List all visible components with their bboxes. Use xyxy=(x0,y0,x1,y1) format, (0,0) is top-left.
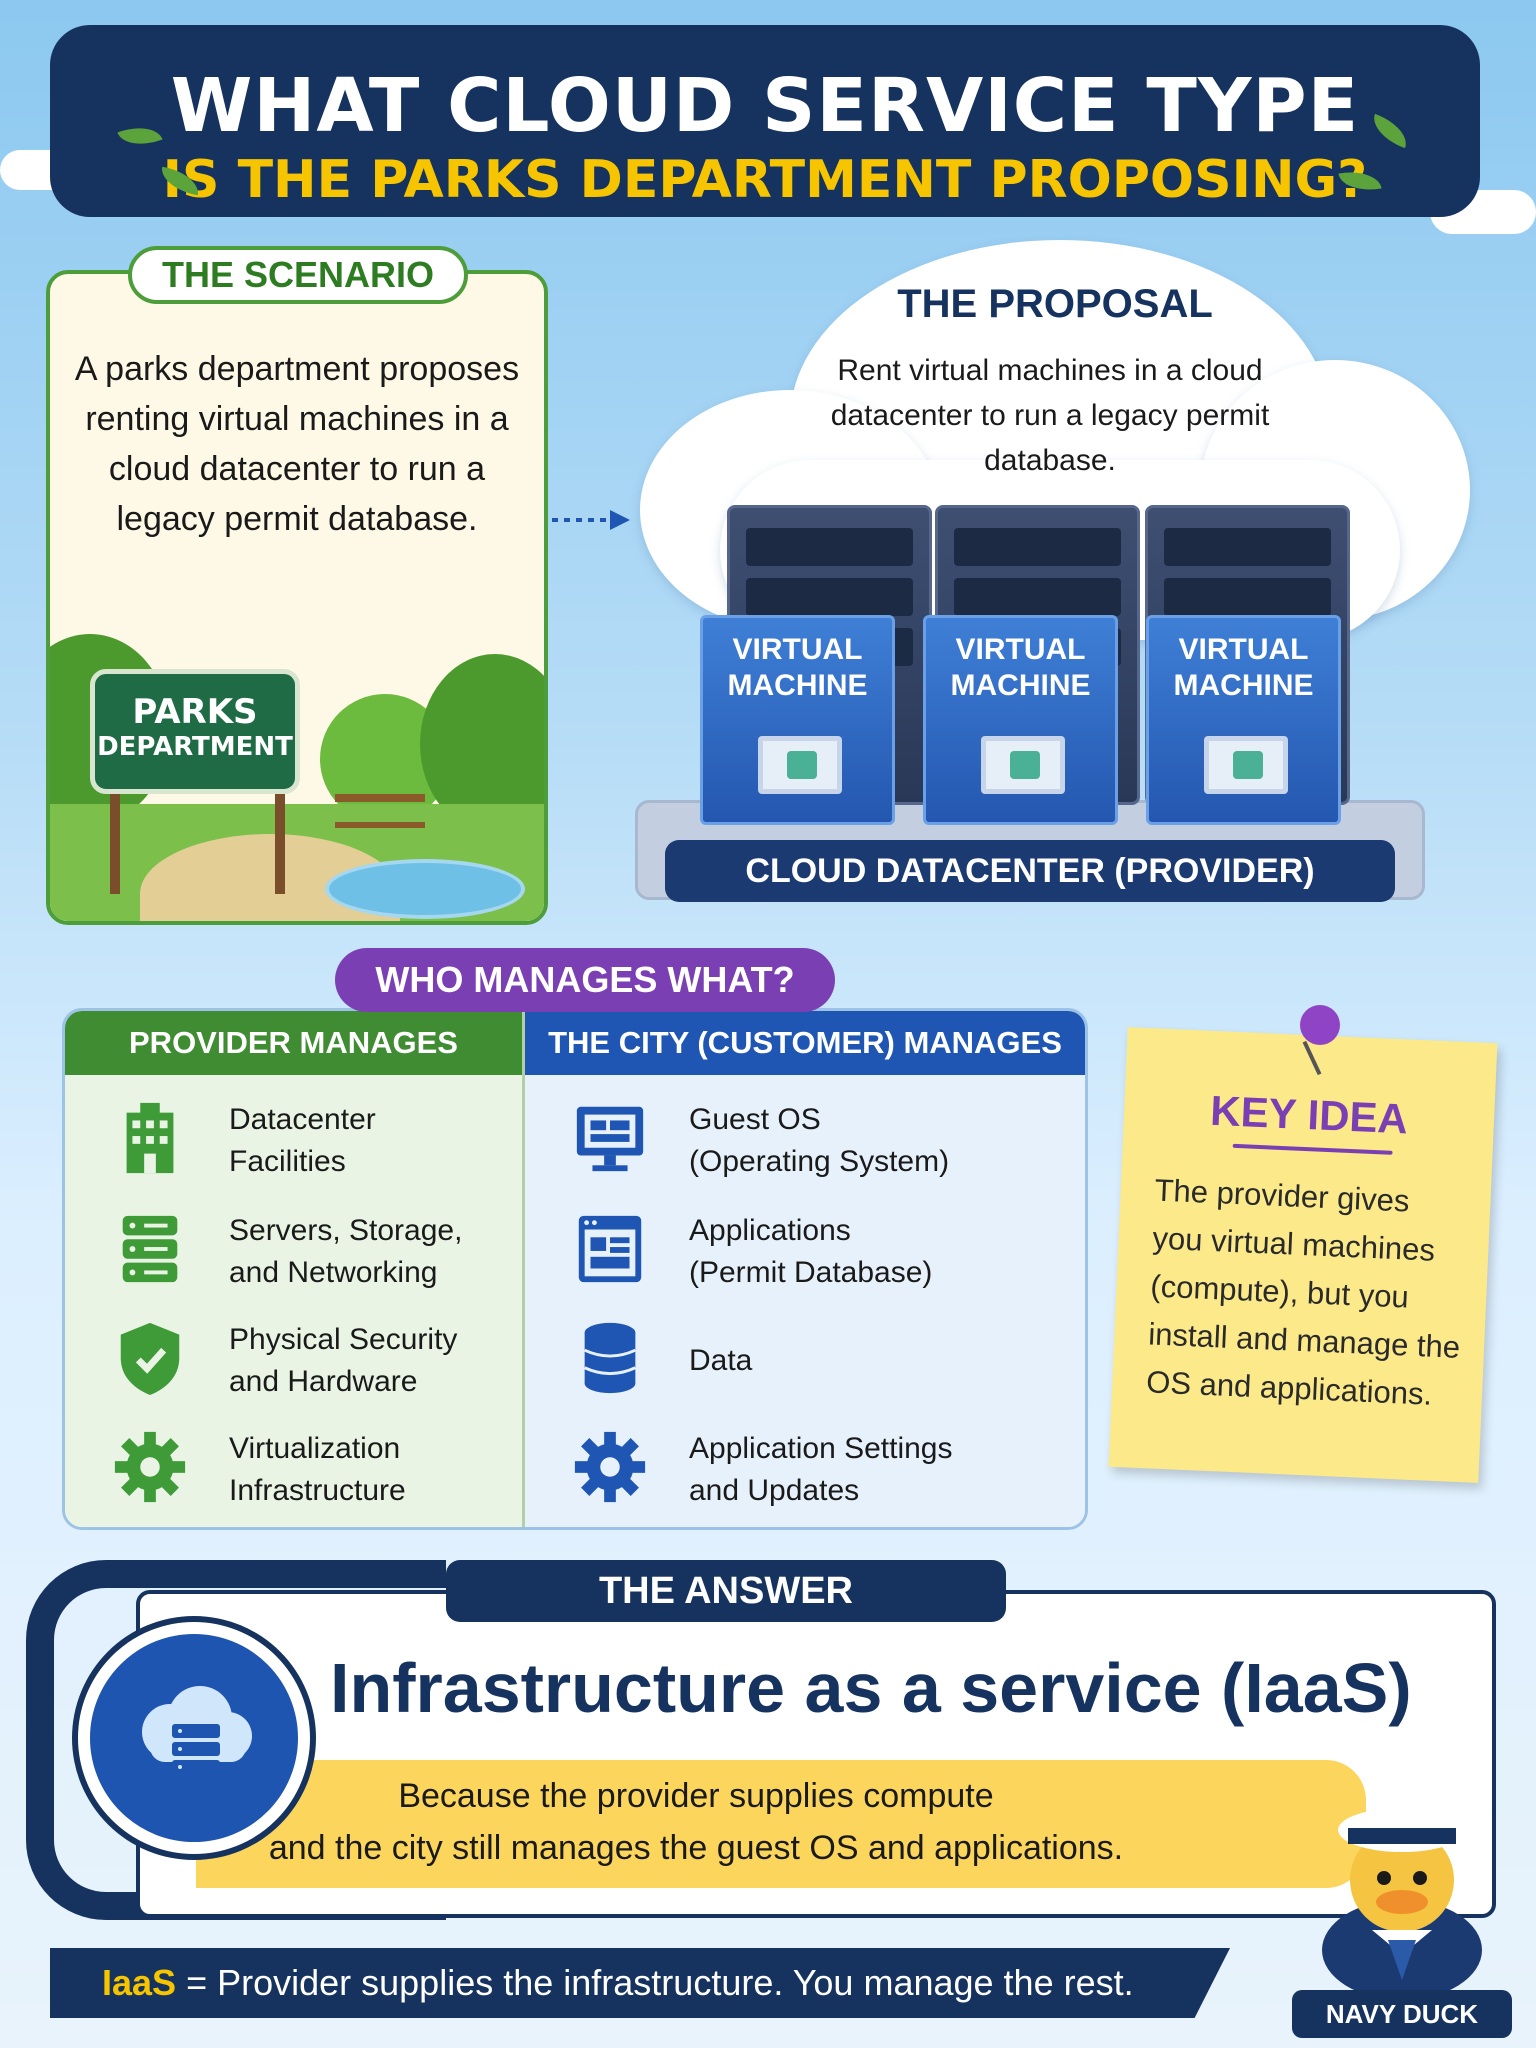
datacenter-illustration: VIRTUAL MACHINE VIRTUAL MACHINE VIRTUAL … xyxy=(635,505,1425,905)
page-subtitle: IS THE PARKS DEPARTMENT PROPOSING? xyxy=(162,150,1368,210)
mascot-label: NAVY DUCK xyxy=(1292,1990,1512,2038)
customer-heading: THE CITY (CUSTOMER) MANAGES xyxy=(525,1011,1085,1075)
header-banner: WHAT CLOUD SERVICE TYPE IS THE PARKS DEP… xyxy=(50,25,1480,217)
list-item-text: Applications(Permit Database) xyxy=(689,1214,933,1289)
gear-icon xyxy=(574,1431,646,1503)
answer-highlight-band xyxy=(196,1760,1366,1888)
duck-icon xyxy=(1322,1808,1482,2000)
shield-icon xyxy=(120,1322,180,1396)
proposal-text: Rent virtual machines in a cloud datacen… xyxy=(830,354,1270,477)
key-idea-text: The provider gives you virtual machines … xyxy=(1145,1172,1461,1412)
scenario-text: A parks department proposes renting virt… xyxy=(74,350,520,538)
monitor-icon xyxy=(1204,736,1288,794)
sign-line2: DEPARTMENT xyxy=(97,732,293,762)
list-item-text: Guest OS(Operating System) xyxy=(689,1103,950,1178)
list-item: Data xyxy=(525,1313,1085,1403)
monitor-icon xyxy=(981,736,1065,794)
proposal-title: THE PROPOSAL xyxy=(897,282,1213,326)
datacenter-label: CLOUD DATACENTER (PROVIDER) xyxy=(665,840,1395,902)
virtual-machine-block: VIRTUAL MACHINE xyxy=(1146,615,1341,825)
customer-column: THE CITY (CUSTOMER) MANAGES Guest OS(Ope… xyxy=(525,1011,1085,1527)
who-manages-tag: WHO MANAGES WHAT? xyxy=(335,948,835,1012)
answer-section: THE ANSWER Infrastructure as a service (… xyxy=(26,1560,1496,1930)
list-item: Guest OS(Operating System) xyxy=(525,1093,1085,1183)
vm-label-line2: MACHINE xyxy=(950,669,1091,702)
list-item-text: Servers, Storage,and Networking xyxy=(229,1214,463,1289)
database-icon xyxy=(584,1322,636,1394)
summary-highlight: IaaS xyxy=(102,1962,177,2003)
vm-label-line2: MACHINE xyxy=(1173,669,1314,702)
vm-label-line1: VIRTUAL xyxy=(732,633,863,666)
arrow-right-icon xyxy=(552,510,630,530)
app-window-icon xyxy=(578,1215,642,1283)
navy-duck-mascot: NAVY DUCK xyxy=(1292,1780,1512,2040)
summary-text: = Provider supplies the infrastructure. … xyxy=(176,1962,1134,2003)
provider-heading: PROVIDER MANAGES xyxy=(65,1011,522,1075)
sign-post xyxy=(110,784,120,894)
cloud-server-icon xyxy=(142,1686,252,1774)
scenario-card: A parks department proposes renting virt… xyxy=(46,270,548,925)
gear-icon xyxy=(114,1431,186,1503)
list-item-text: Data xyxy=(689,1344,753,1377)
virtual-machine-block: VIRTUAL MACHINE xyxy=(923,615,1118,825)
pushpin-icon xyxy=(1300,1005,1340,1045)
page-title: WHAT CLOUD SERVICE TYPE xyxy=(170,63,1360,149)
pond xyxy=(325,859,525,919)
answer-tag: THE ANSWER xyxy=(446,1560,1006,1622)
bench-icon xyxy=(335,794,425,828)
list-item: Applications(Permit Database) xyxy=(525,1204,1085,1294)
sign-post xyxy=(275,784,285,894)
monitor-icon xyxy=(758,736,842,794)
vm-label-line1: VIRTUAL xyxy=(955,633,1086,666)
vm-label-line1: VIRTUAL xyxy=(1178,633,1309,666)
parks-department-sign: PARKS DEPARTMENT xyxy=(90,669,300,794)
scenario-tag: THE SCENARIO xyxy=(128,246,468,304)
sign-line1: PARKS xyxy=(132,692,258,732)
answer-title: Infrastructure as a service (IaaS) xyxy=(330,1649,1412,1727)
monitor-icon xyxy=(576,1106,644,1172)
list-item: Servers, Storage,and Networking xyxy=(65,1204,522,1294)
vm-label-line2: MACHINE xyxy=(727,669,868,702)
server-icon xyxy=(122,1215,178,1283)
virtual-machine-block: VIRTUAL MACHINE xyxy=(700,615,895,825)
building-icon xyxy=(126,1102,174,1174)
key-idea-underline xyxy=(1232,1143,1393,1155)
summary-banner: IaaS = Provider supplies the infrastruct… xyxy=(50,1948,1230,2018)
key-idea-note: KEY IDEA The provider gives you virtual … xyxy=(1108,1027,1498,1483)
key-idea-title: KEY IDEA xyxy=(1209,1086,1409,1143)
